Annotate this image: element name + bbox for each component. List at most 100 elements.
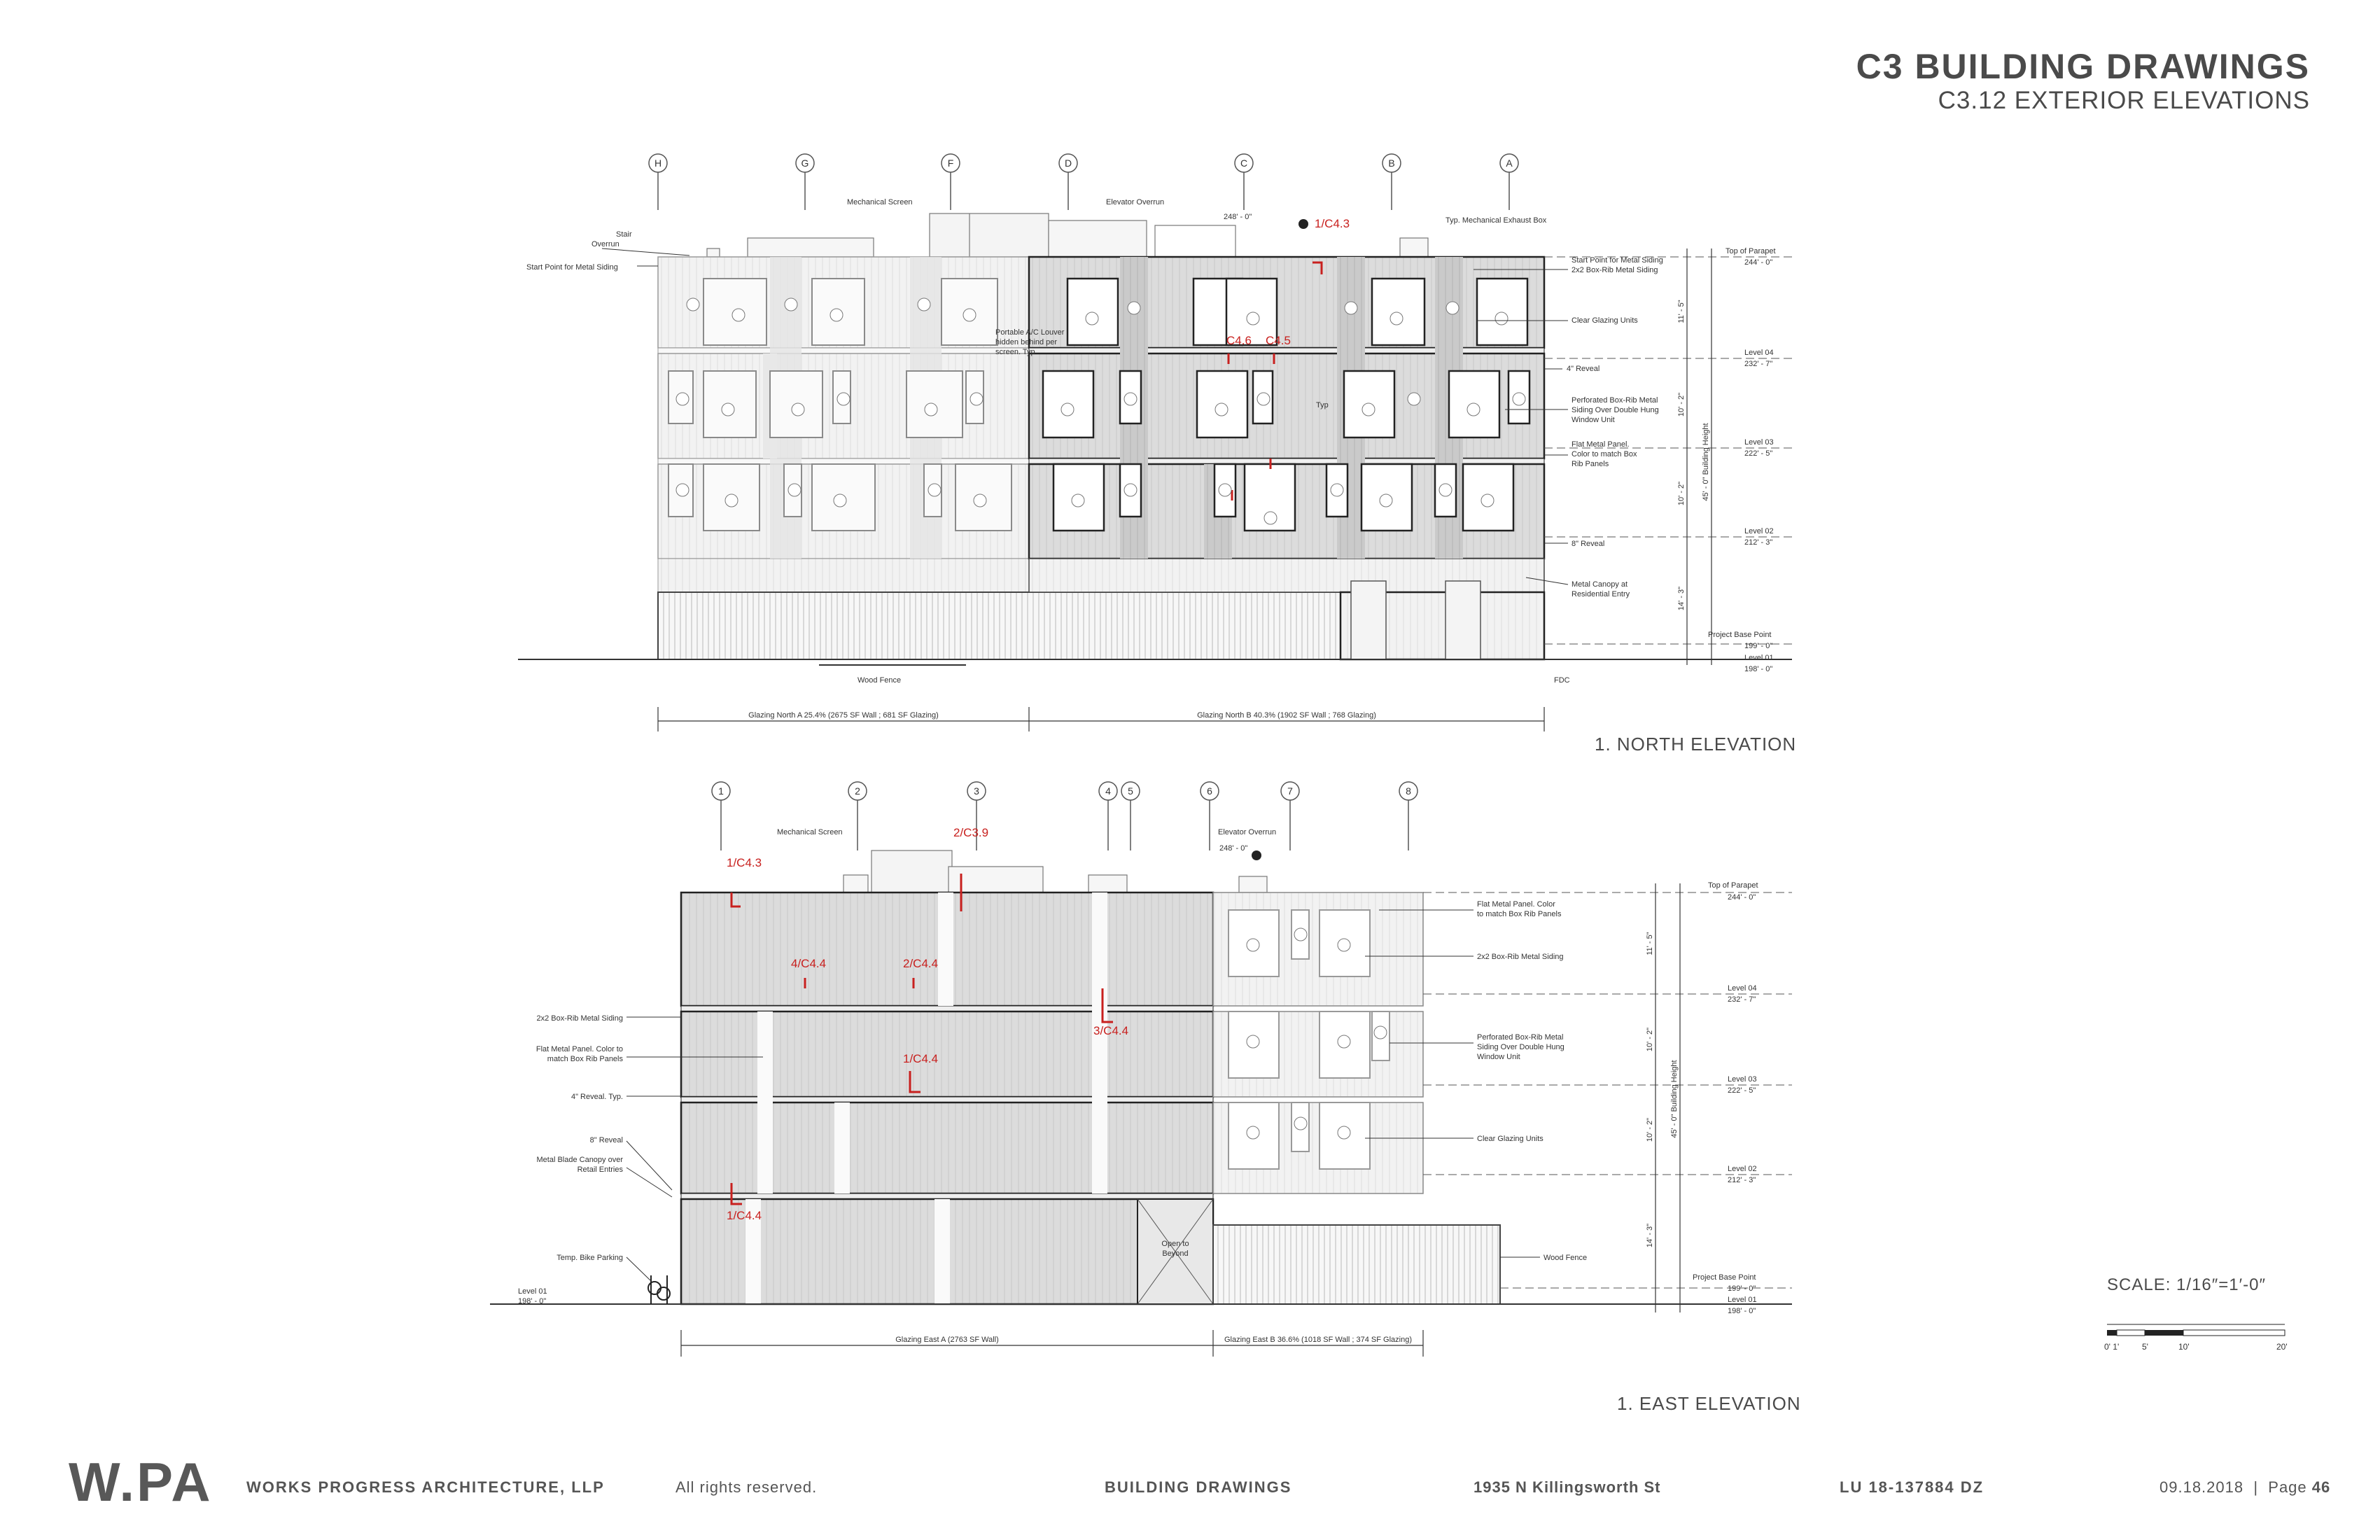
north-label-mech-screen: Mechanical Screen [847,198,913,206]
east-note-perf: Perforated Box-Rib Metal [1477,1033,1564,1042]
north-level-01: Level 01 [1744,654,1774,662]
east-grid-label: 6 [1207,785,1212,797]
north-elevation: H G F D C B A [518,153,1792,732]
east-note-reveal4: 4" Reveal. Typ. [571,1093,623,1101]
north-note-louver: Portable A/C Louver [995,328,1065,337]
north-level-parapet: Top of Parapet [1726,247,1776,255]
east-ref: 3/C4.4 [1093,1024,1128,1037]
east-glazing-b: Glazing East B 36.6% (1018 SF Wall ; 374… [1224,1336,1412,1344]
north-elevation-title: 1. NORTH ELEVATION [1595,734,1797,755]
north-note-canopy: Metal Canopy at [1572,580,1628,589]
footer-page-number: 46 [2311,1478,2331,1496]
north-dim: 14' - 3" [1677,587,1686,610]
scale-tick: 5' [2142,1342,2148,1352]
north-rooftop [706,213,1429,258]
north-grid-label: H [654,158,662,169]
north-note-fence: Wood Fence [858,676,901,685]
north-note-reveal4: 4" Reveal [1567,365,1600,373]
scale-bar [2107,1324,2286,1336]
north-level-04: Level 04 [1744,349,1774,357]
east-level-01-r-value: 198' - 0" [1728,1307,1756,1315]
north-note-perf: Siding Over Double Hung [1572,406,1659,414]
east-note-flat: Flat Metal Panel. Color [1477,900,1555,909]
north-label-stair: Stair [616,230,632,239]
east-note-perf: Siding Over Double Hung [1477,1043,1564,1051]
sheet-title: C3 BUILDING DRAWINGS [1856,47,2310,86]
north-glazing-a: Glazing North A 25.4% (2675 SF Wall ; 68… [748,711,939,720]
north-note-box-rib: 2x2 Box-Rib Metal Siding [1572,266,1658,274]
sheet-subtitle: C3.12 EXTERIOR ELEVATIONS [1938,87,2310,114]
north-level-03-value: 222' - 5" [1744,449,1772,458]
east-grid-label: 3 [974,785,979,797]
east-note-open: Open to [1161,1240,1189,1248]
north-note-canopy: Residential Entry [1572,590,1630,598]
east-grid-bubbles [711,781,1418,850]
north-note-flat: Flat Metal Panel. [1572,440,1630,449]
east-elevation: 1 2 3 4 5 6 7 8 [490,781,1792,1357]
east-level-02-value: 212' - 3" [1728,1176,1756,1184]
north-elevation-marker [1298,219,1308,229]
north-level-02-value: 212' - 3" [1744,538,1772,547]
footer-date: 09.18.2018 | Page [2160,1478,2312,1496]
east-grid-label: 4 [1105,785,1111,797]
east-label-elev-248: 248' - 0" [1219,844,1247,853]
east-ref: 1/C4.4 [727,1209,762,1222]
north-note-flat: Rib Panels [1572,460,1609,468]
north-grid-label: B [1388,158,1394,169]
east-grid-label: 8 [1406,785,1411,797]
north-building-height: 45' - 0" Building Height [1702,423,1710,500]
north-note-flat: Color to match Box [1572,450,1637,458]
east-level-04-value: 232' - 7" [1728,995,1756,1004]
east-ref: 2/C3.9 [953,826,988,839]
north-grid-label: G [802,158,809,169]
north-grid-bubbles [648,153,1519,210]
north-ref-c46: C4.6 [1226,334,1252,347]
north-note-perf: Perforated Box-Rib Metal [1572,396,1658,405]
footer-rights: All rights reserved. [676,1478,818,1496]
scale-tick: 0' 1' [2104,1342,2119,1352]
east-level-base: Project Base Point [1693,1273,1756,1282]
east-note-flat: to match Box Rib Panels [1477,910,1562,918]
north-level-03: Level 03 [1744,438,1774,447]
east-level-01: Level 01 [518,1287,547,1296]
north-note-typ: Typ [1316,401,1329,410]
footer-date-page: 09.18.2018 | Page 46 [2160,1478,2330,1497]
east-note-perf: Window Unit [1477,1053,1520,1061]
east-level-parapet-value: 244' - 0" [1728,893,1756,902]
east-note-canopy: Retail Entries [578,1166,624,1174]
east-part-a [680,874,1214,1306]
east-dim: 10' - 2" [1646,1028,1654,1051]
north-part-a [657,256,1341,660]
east-part-b [1212,892,1501,1305]
east-ref: 1/C4.4 [903,1052,938,1065]
north-ref-c45: C4.5 [1266,334,1291,347]
scale-tick: 20' [2276,1342,2288,1352]
east-ref: 4/C4.4 [791,957,826,970]
north-level-02: Level 02 [1744,527,1774,536]
north-window-tags [676,298,1526,525]
east-note-open: Beyond [1162,1250,1188,1258]
east-dim: 10' - 2" [1646,1118,1654,1142]
east-level-04: Level 04 [1728,984,1757,993]
east-level-base-value: 199' - 0" [1728,1284,1756,1293]
east-level-02: Level 02 [1728,1165,1757,1173]
footer-firm: WORKS PROGRESS ARCHITECTURE, LLP [246,1478,605,1496]
east-level-03-value: 222' - 5" [1728,1086,1756,1095]
north-dim: 10' - 2" [1677,482,1686,505]
east-dim: 14' - 3" [1646,1224,1654,1247]
east-glazing-a: Glazing East A (2763 SF Wall) [895,1336,999,1344]
north-note-clear: Clear Glazing Units [1572,316,1638,325]
footer-case: LU 18-137884 DZ [1840,1478,1984,1496]
east-window-tags [1246,927,1387,1140]
north-ref-c43: 1/C4.3 [1315,217,1350,230]
east-level-03: Level 03 [1728,1075,1757,1084]
east-elevation-marker [1252,850,1261,860]
east-elevation-title: 1. EAST ELEVATION [1617,1393,1801,1414]
north-note-fdc: FDC [1554,676,1570,685]
east-ref: 1/C4.3 [727,856,762,869]
north-label-exhaust: Typ. Mechanical Exhaust Box [1446,216,1547,225]
east-level-01-r: Level 01 [1728,1296,1757,1304]
north-label-elevator: Elevator Overrun [1106,198,1164,206]
north-note-louver: hidden behind per [995,338,1057,346]
